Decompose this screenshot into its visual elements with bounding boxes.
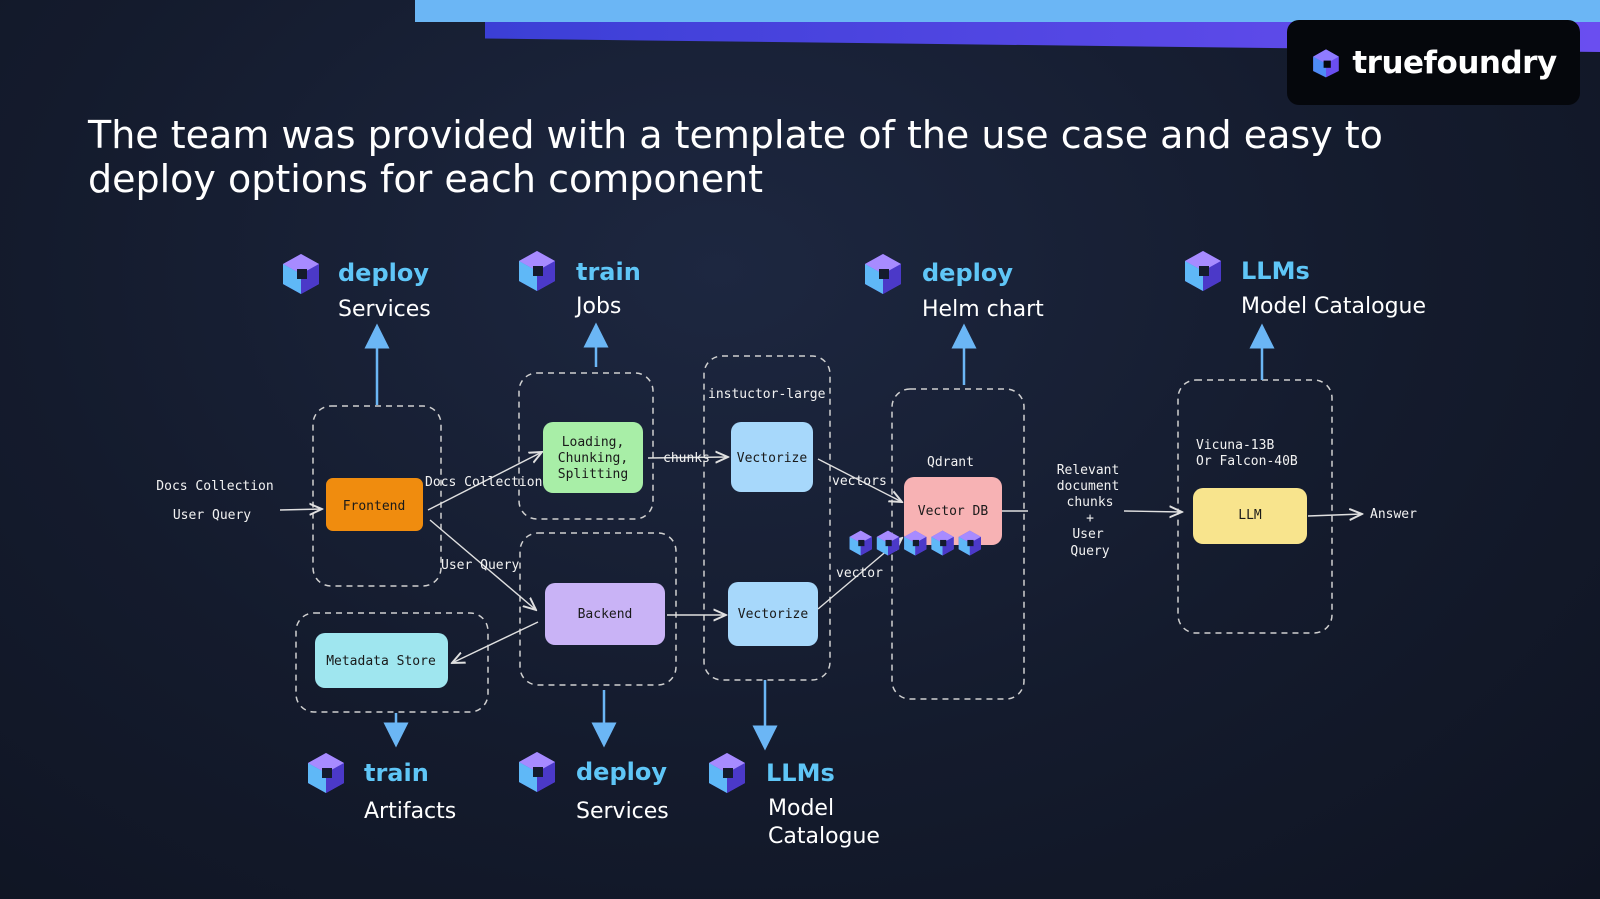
input-arrow <box>279 509 322 510</box>
chunks-arrow <box>647 457 728 458</box>
tag-sub: Helm chart <box>922 297 1044 322</box>
relevant-line-5: User <box>1072 527 1103 542</box>
llm-node-label: LLM <box>1238 508 1262 523</box>
vectors-edge-label: vectors <box>832 474 887 489</box>
truefoundry-cube-icon <box>1185 251 1221 291</box>
vectorize-bottom-node: Vectorize <box>728 582 818 646</box>
loading-node-label-2: Chunking, <box>558 451 628 466</box>
loading-node: Loading, Chunking, Splitting <box>543 422 643 493</box>
backend-node-box <box>545 583 665 645</box>
vector-edge-label: vector <box>836 566 883 581</box>
vectorize-bottom-node-label: Vectorize <box>738 607 809 622</box>
frontend-group-box <box>312 405 442 587</box>
footer-cube-icon-2 <box>876 530 900 556</box>
vectorize-bottom-node-box <box>728 582 818 646</box>
vectorize-top-node: Vectorize <box>731 422 813 492</box>
backend-node: Backend <box>545 583 665 645</box>
docs-collection-edge-label: Docs Collection <box>425 475 542 490</box>
metadata-store-node: Metadata Store <box>315 633 448 688</box>
truefoundry-cube-icon <box>709 753 745 793</box>
relevant-line-3: chunks <box>1067 495 1114 510</box>
relevant-chunks-label: Relevant document chunks + User Query <box>1057 463 1120 559</box>
docs-collection-arrow <box>427 452 542 511</box>
backend-group-box <box>519 532 677 686</box>
tag-word: train <box>364 759 429 787</box>
user-query-edge-label: User Query <box>441 558 519 573</box>
answer-arrow <box>1307 514 1362 516</box>
frontend-node-box <box>326 478 423 531</box>
user-query-arrow <box>429 519 536 610</box>
vectors-arrow <box>817 458 902 502</box>
backend-metadata-arrow <box>452 621 539 663</box>
tag-sub: Model Catalogue <box>1241 294 1426 319</box>
tag-word: deploy <box>922 259 1013 287</box>
relevant-line-1: Relevant <box>1057 463 1120 478</box>
tag-backend: deploy Services <box>519 752 669 824</box>
relevant-chunks-arrow <box>1123 511 1182 512</box>
answer-label: Answer <box>1370 507 1417 522</box>
vectorize-top-node-box <box>731 422 813 492</box>
truefoundry-cube-icon <box>308 753 344 793</box>
loading-node-label-1: Loading, <box>562 435 625 450</box>
tag-loading: train Jobs <box>519 251 641 319</box>
tag-vectorize: LLMs Model Catalogue <box>709 753 880 849</box>
vicuna-label-2: Or Falcon-40B <box>1196 454 1298 469</box>
relevant-line-2: document <box>1057 479 1120 494</box>
tag-metadata: train Artifacts <box>308 753 456 824</box>
vector-db-node-label: Vector DB <box>918 504 989 519</box>
top-accent-band <box>415 0 1600 22</box>
tag-sub: Services <box>338 297 431 322</box>
truefoundry-cube-icon <box>519 251 555 291</box>
metadata-store-node-box <box>315 633 448 688</box>
loading-group-box <box>518 372 654 520</box>
footer-cube-icon-1 <box>849 530 872 556</box>
frontend-node-label: Frontend <box>343 499 406 514</box>
tag-sub: Jobs <box>574 294 621 319</box>
brand-logo: truefoundry <box>1287 20 1580 105</box>
loading-node-box <box>543 422 643 493</box>
llm-group-box <box>1177 379 1333 634</box>
vector-db-node: Vector DB <box>904 477 1002 545</box>
vicuna-label-1: Vicuna-13B <box>1196 438 1274 453</box>
frontend-node: Frontend <box>326 478 423 531</box>
metadata-store-node-label: Metadata Store <box>326 654 436 669</box>
user-query-input-label: User Query <box>173 508 251 523</box>
tag-sub-1: Model <box>768 796 834 821</box>
truefoundry-cube-icon <box>865 254 901 294</box>
vectorize-top-node-label: Vectorize <box>737 451 808 466</box>
qdrant-label: Qdrant <box>927 455 974 470</box>
relevant-line-6: Query <box>1070 544 1109 559</box>
vector-db-node-box <box>904 477 1002 545</box>
tag-sub-2: Catalogue <box>768 824 880 849</box>
docs-collection-input-label: Docs Collection <box>156 479 273 494</box>
chunks-edge-label: chunks <box>663 451 710 466</box>
tag-frontend: deploy Services <box>283 254 431 322</box>
vectorize-group-box <box>703 355 831 681</box>
page-title: The team was provided with a template of… <box>88 113 1383 201</box>
tag-word: train <box>576 258 641 286</box>
truefoundry-cube-icon <box>283 254 319 294</box>
tag-vectordb: deploy Helm chart <box>865 254 1044 322</box>
llm-node: LLM <box>1193 488 1307 544</box>
tag-word: LLMs <box>766 759 835 787</box>
tag-llm: LLMs Model Catalogue <box>1185 251 1426 319</box>
tag-word: deploy <box>576 758 667 786</box>
relevant-line-4: + <box>1086 511 1094 526</box>
loading-node-label-3: Splitting <box>558 467 628 482</box>
tag-word: LLMs <box>1241 257 1310 285</box>
backend-node-label: Backend <box>578 607 633 622</box>
tag-sub: Services <box>576 799 669 824</box>
instructor-large-label: instuctor-large <box>708 387 826 402</box>
truefoundry-logo-icon <box>1313 48 1340 77</box>
tag-sub: Artifacts <box>364 799 456 824</box>
truefoundry-cube-icon <box>519 752 555 792</box>
metadata-group-box <box>295 612 489 713</box>
llm-node-box <box>1193 488 1307 544</box>
brand-name: truefoundry <box>1352 44 1557 81</box>
tag-word: deploy <box>338 259 429 287</box>
